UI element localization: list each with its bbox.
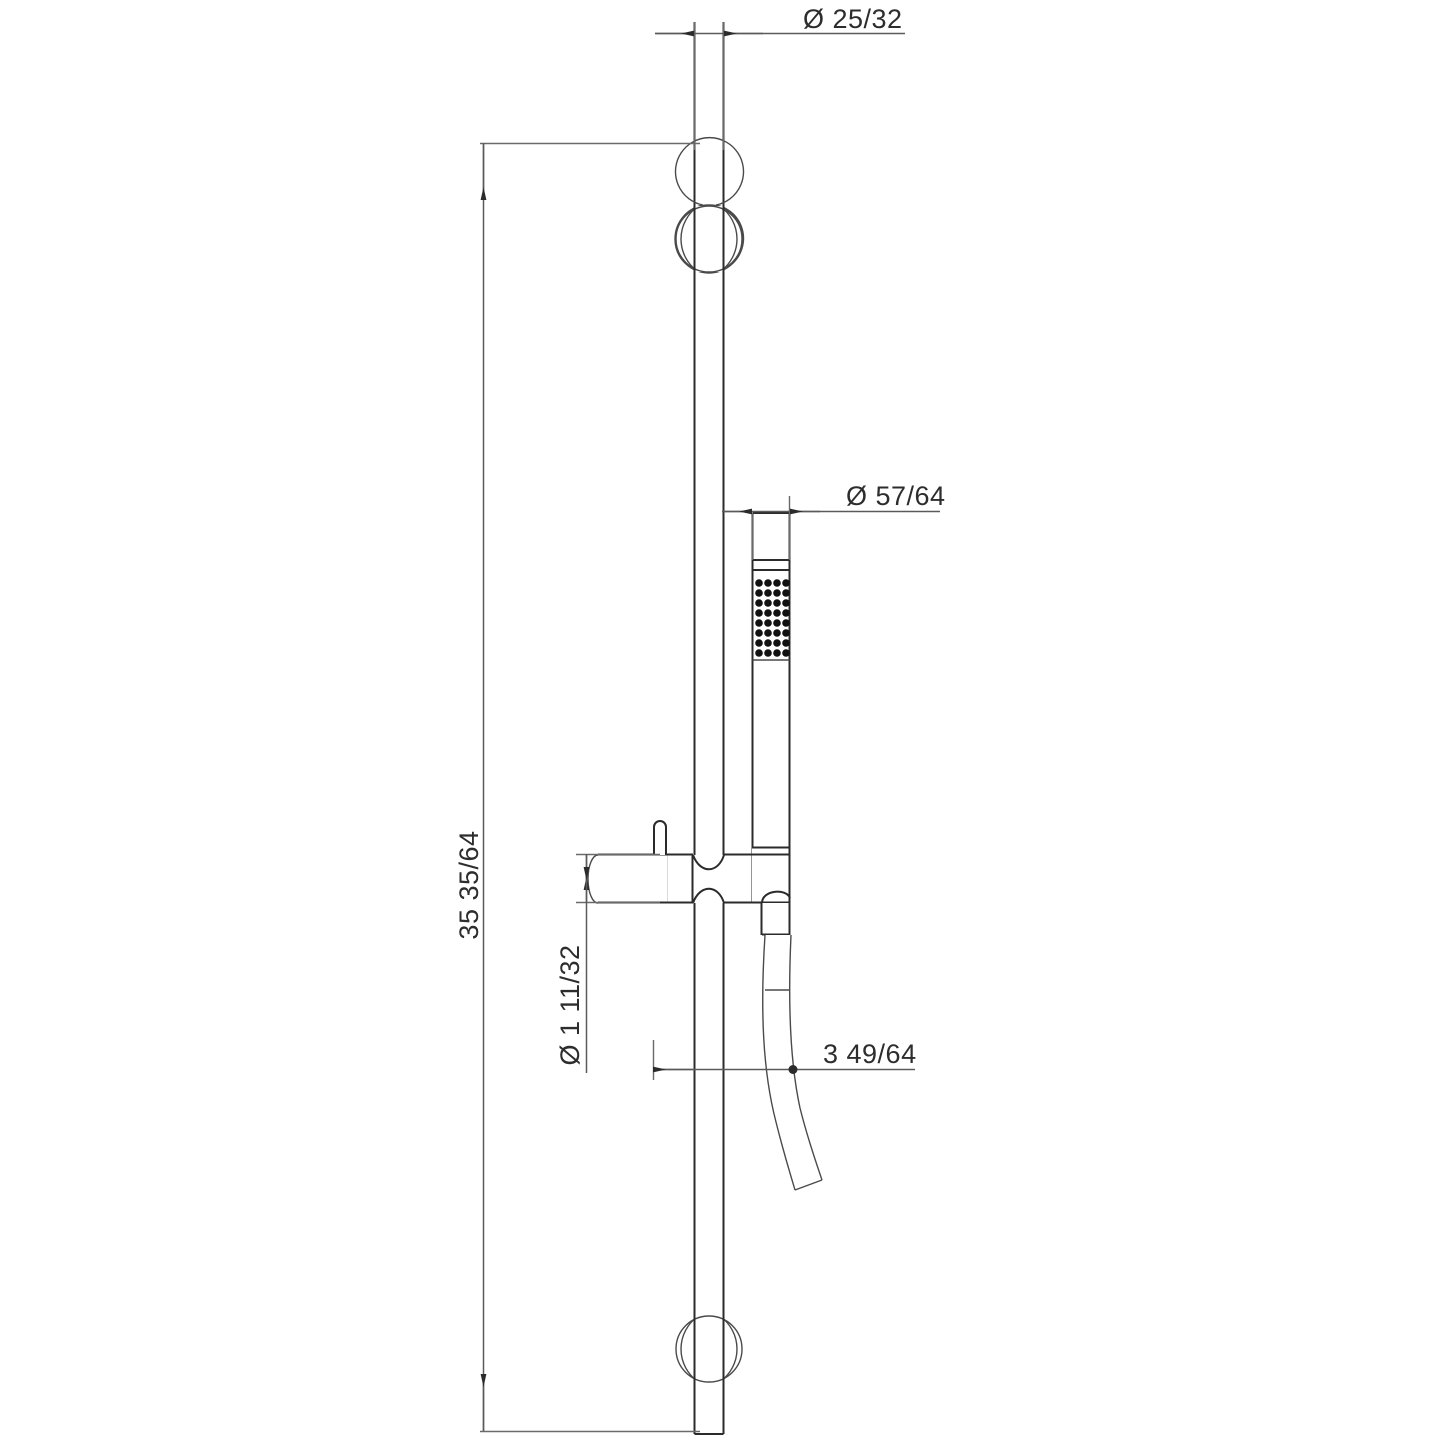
handheld-shower — [751, 512, 791, 873]
upper-wall-bracket — [674, 136, 745, 274]
spray-face — [755, 579, 790, 657]
hose-outlet-elbow — [760, 903, 791, 936]
valve-lever — [653, 820, 667, 855]
dimension-label-overall-height: 35 35/64 — [454, 830, 484, 939]
dimension-label-rail-diameter: Ø 25/32 — [803, 4, 903, 34]
lower-wall-bracket — [675, 1315, 743, 1383]
shower-hose — [762, 934, 823, 1191]
dimension-rail-diameter: Ø 25/32 — [655, 4, 905, 150]
dimension-handshower-diameter: Ø 57/64 — [722, 481, 946, 560]
dimension-valve-diameter: Ø 1 11/32 — [555, 853, 660, 1073]
dimension-overall-height: 35 35/64 — [454, 142, 700, 1433]
dimension-label-handshower-diameter: Ø 57/64 — [846, 481, 946, 511]
dimension-label-projection: 3 49/64 — [823, 1039, 917, 1069]
dimension-projection: 3 49/64 — [652, 1039, 917, 1080]
dimension-label-valve-diameter: Ø 1 11/32 — [555, 944, 585, 1065]
spray-nozzle-dots — [755, 579, 790, 657]
mixer-valve-body — [587, 846, 791, 904]
